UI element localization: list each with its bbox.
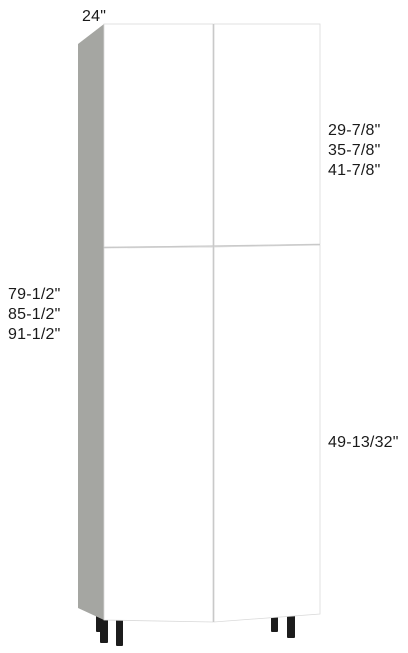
upper-door-height-option: 35-7/8" xyxy=(328,142,381,159)
total-height-option: 91-1/2" xyxy=(8,326,61,343)
total-height-option: 85-1/2" xyxy=(8,306,61,323)
cabinet-side-panel xyxy=(78,24,104,620)
total-height-option: 79-1/2" xyxy=(8,286,61,303)
depth-dimension-label: 24" xyxy=(82,8,107,25)
leg-front-mid-left xyxy=(116,616,123,646)
upper-right-door xyxy=(213,23,321,247)
total-height-labels: 79-1/2" 85-1/2" 91-1/2" xyxy=(8,285,60,345)
upper-left-door xyxy=(103,23,214,248)
upper-door-height-option: 41-7/8" xyxy=(328,162,381,179)
cabinet-front xyxy=(103,23,321,623)
lower-door-height-label: 49-13/32" xyxy=(328,434,399,451)
leg-front-right xyxy=(287,612,295,638)
horizontal-door-gap xyxy=(103,243,321,249)
upper-door-height-option: 29-7/8" xyxy=(328,122,381,139)
lower-left-door xyxy=(103,246,214,623)
lower-right-door xyxy=(213,244,321,623)
upper-door-height-labels: 29-7/8" 35-7/8" 41-7/8" xyxy=(328,121,380,181)
